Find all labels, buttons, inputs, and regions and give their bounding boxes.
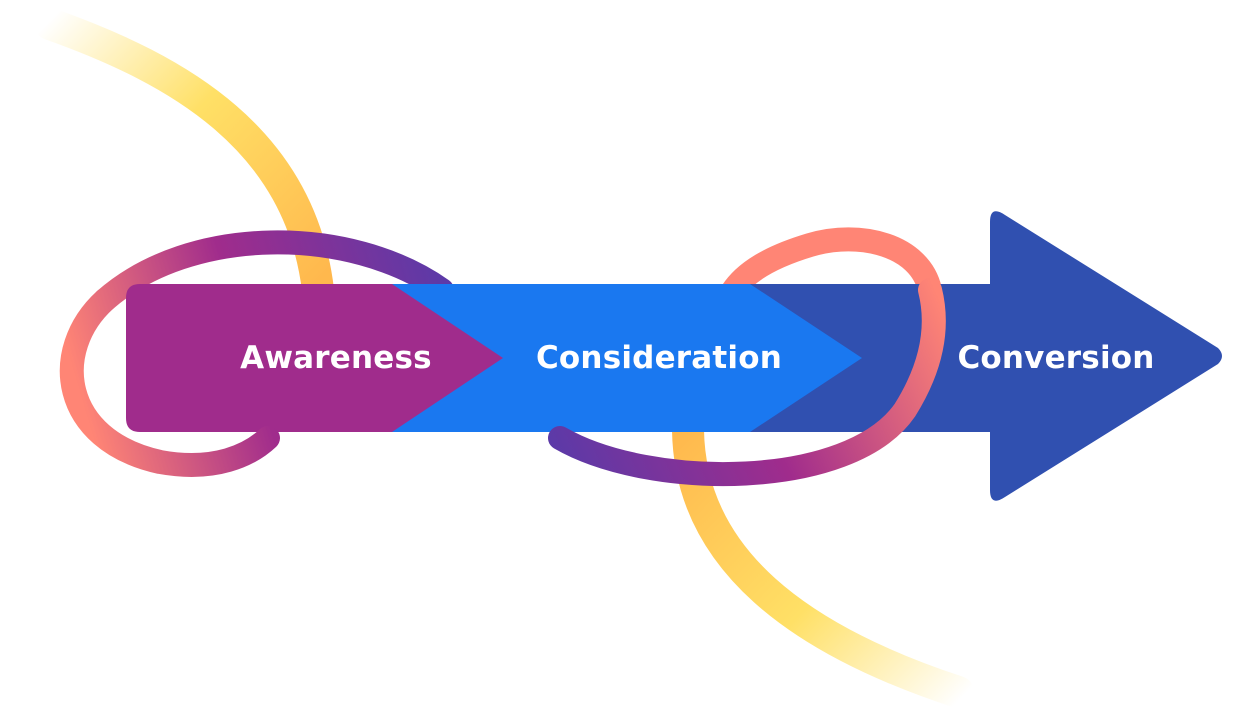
stage-label-consideration: Consideration — [536, 340, 782, 376]
ribbon-right-back — [720, 227, 942, 304]
awareness-segment-shape — [126, 284, 503, 432]
ribbon-right-front — [548, 278, 946, 486]
consideration-segment-shape — [380, 284, 862, 432]
conversion-arrow-shape — [740, 211, 1222, 501]
stage-label-conversion: Conversion — [957, 340, 1154, 376]
ribbon-left-front — [59, 288, 280, 477]
ribbon-left-back — [93, 230, 454, 312]
stage-label-awareness: Awareness — [240, 340, 432, 376]
